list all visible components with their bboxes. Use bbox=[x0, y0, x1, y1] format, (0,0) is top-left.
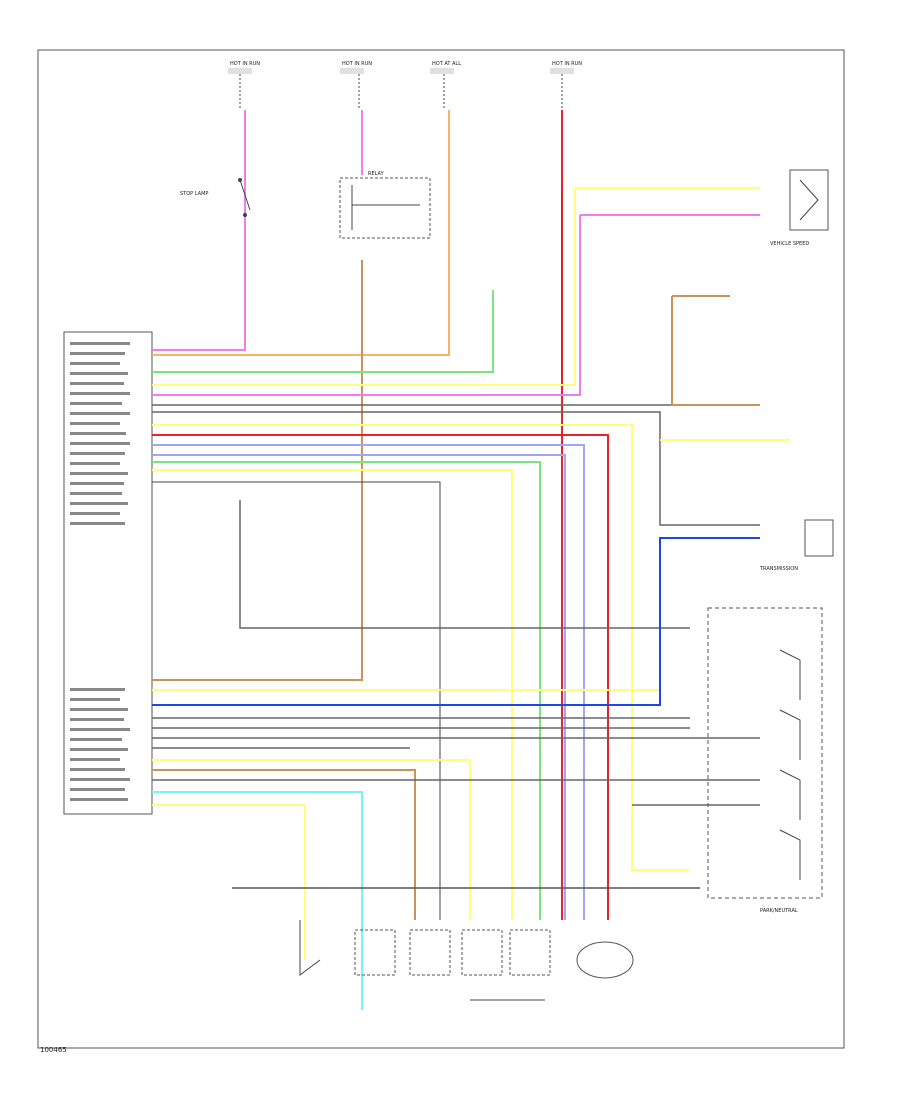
wire-yellow-bottom bbox=[152, 804, 306, 960]
bottom-components bbox=[299, 920, 634, 1001]
fuse-4: HOT IN RUN bbox=[550, 61, 582, 110]
wire-yellow-low2 bbox=[152, 759, 471, 920]
horizontal-wires bbox=[152, 187, 790, 1010]
wire-pink-1 bbox=[152, 110, 246, 351]
relay-module: RELAY bbox=[339, 171, 431, 239]
wire-green-top bbox=[152, 290, 494, 373]
fuse-1: HOT IN RUN bbox=[228, 61, 260, 110]
svg-text:HOT IN RUN: HOT IN RUN bbox=[552, 61, 582, 67]
svg-text:TRANSMISSION: TRANSMISSION bbox=[759, 566, 798, 572]
svg-text:RELAY: RELAY bbox=[368, 171, 385, 177]
wire-tan-relay bbox=[152, 260, 363, 681]
wire-yellow-mid3 bbox=[152, 469, 513, 920]
fuse-3: HOT AT ALL bbox=[430, 61, 461, 110]
vehicle-speed-sensor: VEHICLE SPEED bbox=[770, 169, 829, 247]
wire-lightblue-1 bbox=[152, 444, 585, 920]
wire-tan-right bbox=[671, 295, 760, 406]
svg-text:HOT IN RUN: HOT IN RUN bbox=[230, 61, 260, 67]
stop-lamp-switch: STOP LAMP bbox=[180, 178, 251, 217]
svg-text:HOT AT ALL: HOT AT ALL bbox=[432, 61, 461, 67]
wire-gray-long bbox=[239, 500, 690, 629]
right-connector: TRANSMISSION bbox=[759, 519, 834, 572]
pcm-labels bbox=[70, 342, 130, 801]
svg-text:VEHICLE SPEED: VEHICLE SPEED bbox=[770, 241, 809, 247]
wire-lightblue-2 bbox=[152, 454, 566, 920]
fuse-2: HOT IN RUN bbox=[340, 61, 372, 110]
wire-pink-right bbox=[152, 214, 760, 396]
wire-tan-low bbox=[152, 769, 416, 920]
footer-code: 100465 bbox=[40, 1046, 67, 1054]
wire-orange bbox=[152, 110, 450, 356]
wire-green-mid bbox=[152, 461, 541, 920]
wire-cyan bbox=[152, 791, 363, 1010]
top-wires bbox=[152, 110, 563, 920]
wire-red-h bbox=[152, 434, 609, 920]
diagram-border bbox=[37, 49, 845, 1049]
wire-darkgray bbox=[152, 481, 441, 920]
range-switch: PARK/NEUTRAL bbox=[707, 607, 823, 914]
pcm-box bbox=[63, 331, 153, 815]
svg-text:HOT IN RUN: HOT IN RUN bbox=[342, 61, 372, 67]
wire-yellow-mid bbox=[152, 424, 690, 871]
fuse-group: HOT IN RUN HOT IN RUN HOT AT ALL HOT IN … bbox=[228, 61, 582, 110]
svg-text:STOP LAMP: STOP LAMP bbox=[180, 191, 208, 197]
wire-gray-2 bbox=[152, 411, 760, 526]
wire-yellow-left bbox=[152, 188, 576, 386]
svg-text:PARK/NEUTRAL: PARK/NEUTRAL bbox=[760, 908, 798, 914]
wire-blue bbox=[152, 537, 760, 706]
